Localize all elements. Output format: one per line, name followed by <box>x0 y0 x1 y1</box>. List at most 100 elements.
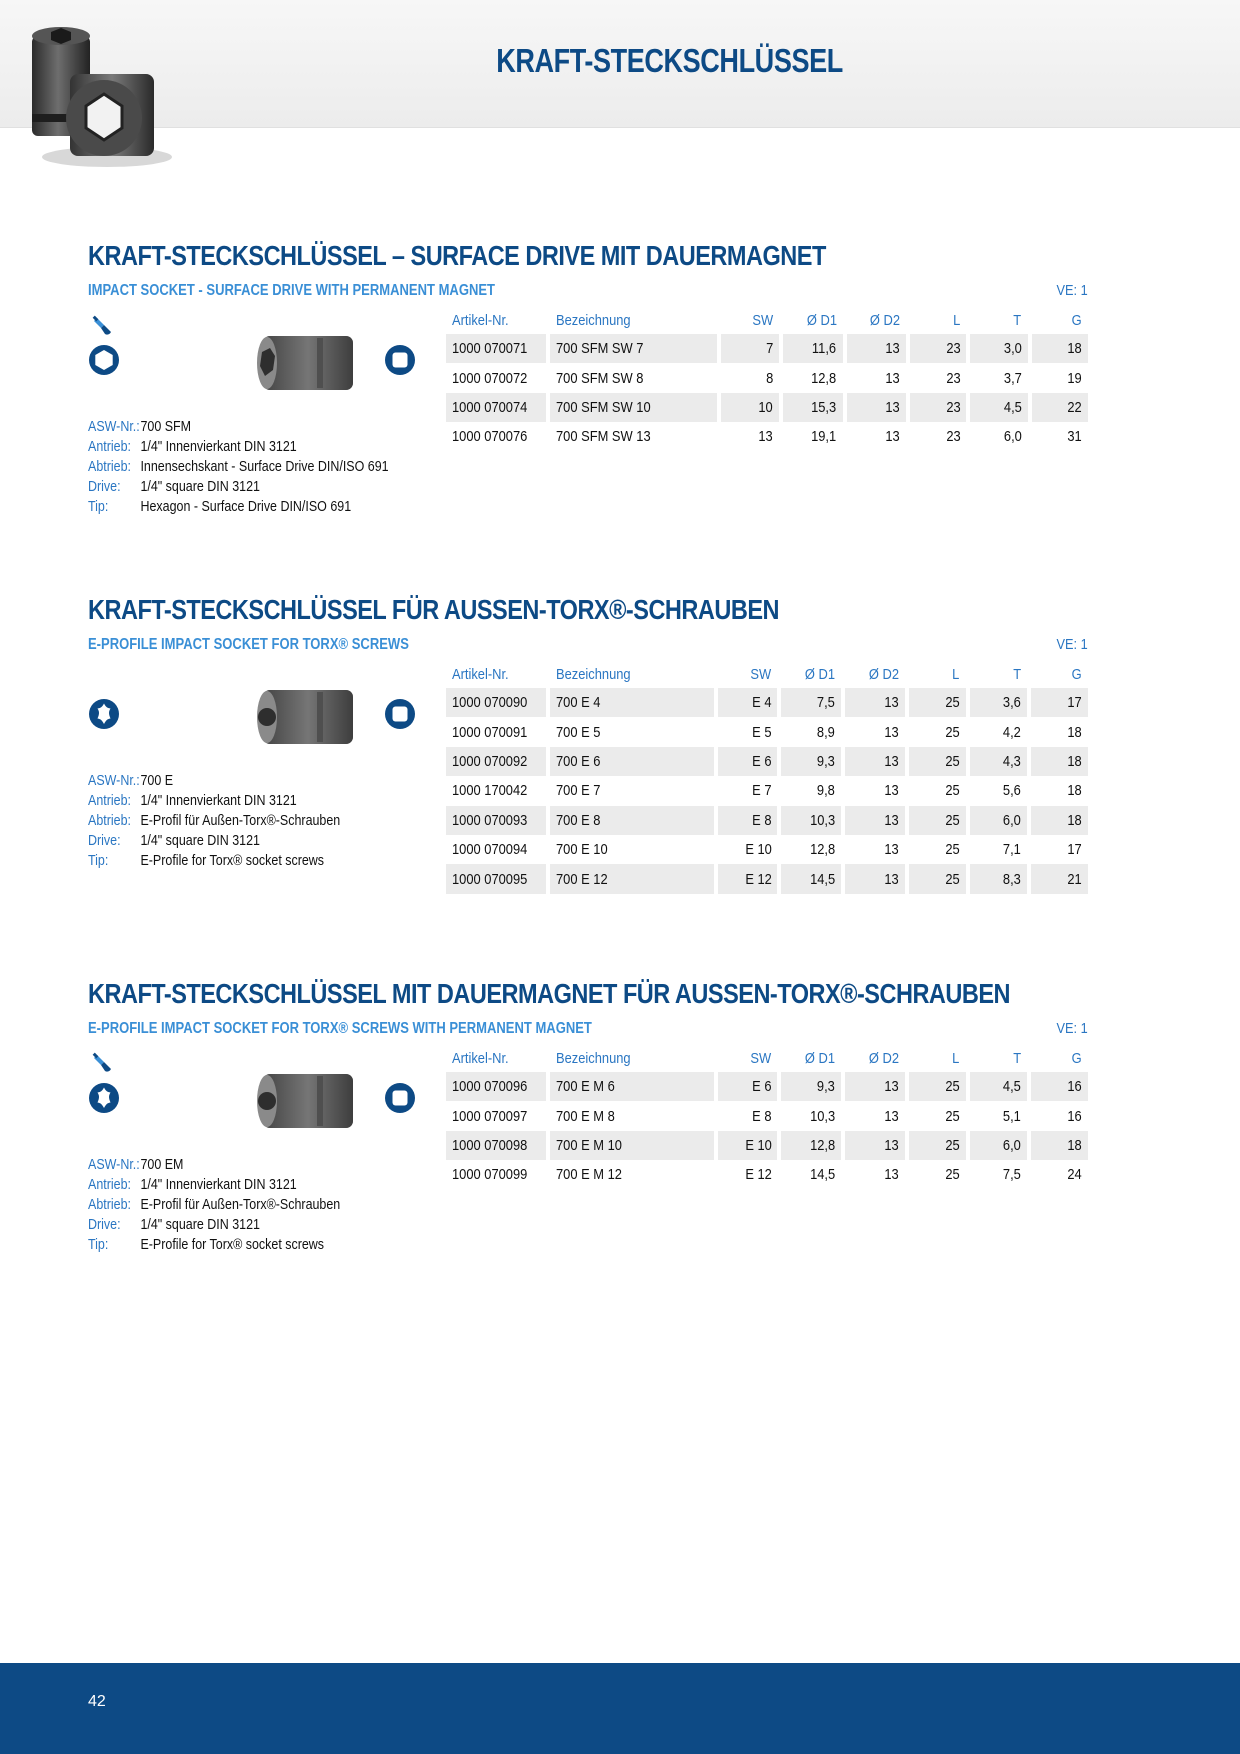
spec-value: E-Profile for Torx® socket screws <box>140 853 325 869</box>
cell-size: 10 <box>721 392 780 423</box>
cell-weight: 24 <box>1067 1166 1082 1184</box>
cell-length: 25 <box>945 841 960 859</box>
cell-weight: 31 <box>1067 428 1082 446</box>
cell-weight: 18 <box>1067 782 1082 800</box>
spec-row: Drive:1/4" square DIN 3121 <box>88 1215 363 1235</box>
cell-diameter-d1: 10,3 <box>810 1107 836 1125</box>
spec-label: Abtrieb: <box>88 459 131 475</box>
spec-value: 700 EM <box>140 1157 184 1173</box>
cell-size: E 10 <box>744 841 772 859</box>
spec-value: 1/4" Innenvierkant DIN 3121 <box>140 439 297 455</box>
socket-image <box>257 1074 353 1128</box>
cell-designation: 700 SFM SW 8 <box>555 369 644 387</box>
cell-size: E 12 <box>718 864 778 894</box>
packaging-unit: VE: 1 <box>1056 282 1088 299</box>
column-header-length: L <box>953 311 961 329</box>
cell-diameter-d2: 13 <box>845 688 905 718</box>
torx-icon <box>89 699 119 729</box>
section-title: KRAFT-STECKSCHLÜSSEL FÜR AUSSEN-TORX®-SC… <box>88 594 780 625</box>
cell-length: 25 <box>908 688 966 718</box>
cell-diameter-d2: 13 <box>846 392 907 423</box>
spec-value: 1/4" Innenvierkant DIN 3121 <box>140 1177 297 1193</box>
cell-depth: 3,0 <box>970 334 1028 364</box>
cell-weight: 17 <box>1067 841 1082 859</box>
cell-diameter-d1: 19,1 <box>811 428 837 446</box>
column-header-size: SW <box>752 311 774 329</box>
column-header-depth: T <box>1013 1049 1022 1067</box>
cell-weight: 16 <box>1031 1072 1088 1102</box>
cell-size: E 5 <box>752 723 772 741</box>
spec-label: Tip: <box>88 1237 109 1253</box>
spec-list: ASW-Nr.:700 EM Antrieb:1/4" Innenvierkan… <box>88 1155 408 1255</box>
cell-article-number: 1000 070094 <box>452 841 528 859</box>
cell-depth: 4,2 <box>1003 723 1022 741</box>
column-header-size: SW <box>750 1049 772 1067</box>
section-subtitle: IMPACT SOCKET - SURFACE DRIVE WITH PERMA… <box>88 282 496 299</box>
cell-diameter-d2: 13 <box>884 1166 899 1184</box>
spec-row: Drive: 1/4" square DIN 3121 <box>88 477 363 497</box>
column-header-diameter-d1: Ø D1 <box>806 311 837 329</box>
cell-diameter-d1: 14,5 <box>781 864 842 894</box>
cell-article-number: 1000 070071 <box>446 334 546 364</box>
column-header-article-number: Artikel-Nr. <box>452 1049 509 1067</box>
spec-label: Drive: <box>88 479 121 495</box>
column-header-size: SW <box>750 665 772 683</box>
cell-diameter-d2: 13 <box>846 334 907 364</box>
cell-depth: 5,1 <box>1003 1107 1022 1125</box>
cell-diameter-d2: 13 <box>845 1072 905 1102</box>
cell-designation: 700 E 8 <box>549 805 715 835</box>
cell-size: E 12 <box>744 1166 772 1184</box>
spec-label: Antrieb: <box>88 793 131 809</box>
spec-label: Drive: <box>88 1217 121 1233</box>
square-drive-icon <box>385 1083 415 1113</box>
cell-article-number: 1000 070099 <box>452 1166 528 1184</box>
cell-depth: 6,0 <box>1003 428 1022 446</box>
cell-designation: 700 E 4 <box>549 688 715 718</box>
cell-length: 25 <box>945 1107 960 1125</box>
cell-size: E 7 <box>752 782 772 800</box>
cell-size: 7 <box>721 334 780 364</box>
column-header-weight: G <box>1071 311 1082 329</box>
column-header-diameter-d2: Ø D2 <box>868 665 899 683</box>
cell-designation: 700 E 5 <box>555 723 601 741</box>
cell-article-number: 1000 070090 <box>446 688 546 718</box>
cell-length: 25 <box>908 864 966 894</box>
cell-diameter-d1: 8,9 <box>817 723 836 741</box>
column-header-designation: Bezeichnung <box>555 665 631 683</box>
section-title: KRAFT-STECKSCHLÜSSEL MIT DAUERMAGNET FÜR… <box>88 978 1011 1009</box>
torx-icon <box>89 1083 119 1113</box>
cell-depth: 8,3 <box>969 864 1028 894</box>
cell-depth: 3,6 <box>969 688 1028 718</box>
cell-article-number: 1000 070091 <box>452 723 528 741</box>
cell-diameter-d2: 13 <box>885 369 901 387</box>
cell-diameter-d2: 13 <box>845 746 905 777</box>
cell-article-number: 1000 070092 <box>446 746 546 777</box>
cell-depth: 4,3 <box>969 746 1028 777</box>
spec-row: Antrieb:1/4" Innenvierkant DIN 3121 <box>88 791 363 811</box>
spec-row: ASW-Nr.:700 EM <box>88 1155 363 1175</box>
spec-value: 1/4" square DIN 3121 <box>140 479 260 495</box>
cell-diameter-d1: 9,3 <box>781 746 842 777</box>
spec-row: Drive:1/4" square DIN 3121 <box>88 831 363 851</box>
spec-row: Abtrieb:E-Profil für Außen-Torx®-Schraub… <box>88 811 363 831</box>
column-header-diameter-d1: Ø D1 <box>805 665 836 683</box>
column-header-diameter-d1: Ø D1 <box>805 1049 836 1067</box>
cell-diameter-d1: 9,8 <box>817 782 836 800</box>
column-header-length: L <box>952 1049 960 1067</box>
column-header-length: L <box>952 665 960 683</box>
cell-designation: 700 E M 10 <box>549 1130 715 1161</box>
spec-value: Hexagon - Surface Drive DIN/ISO 691 <box>140 499 352 515</box>
spec-value: 700 SFM <box>140 419 192 435</box>
